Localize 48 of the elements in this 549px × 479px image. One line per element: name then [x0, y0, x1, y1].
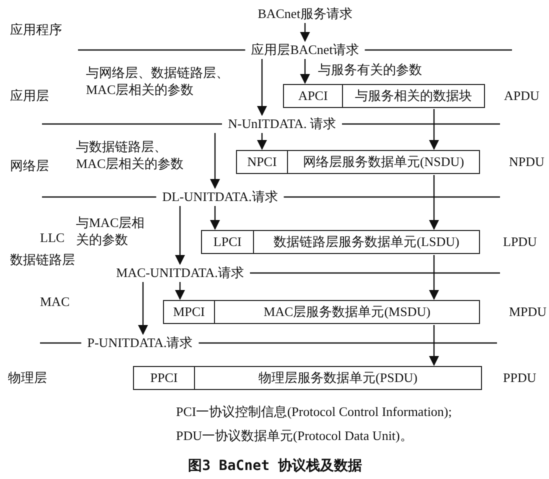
- arrow: [257, 59, 267, 116]
- edge-label: 与数据链路层、MAC层相关的参数: [76, 138, 185, 172]
- figure-caption: 图3 BaCnet 协议栈及数据: [188, 458, 362, 474]
- primitive-label: BACnet服务请求: [256, 6, 354, 22]
- arrow: [300, 59, 310, 84]
- arrow: [257, 133, 267, 150]
- header-cell: APCI: [284, 85, 343, 107]
- note-text: PDU一协议数据单元(Protocol Data Unit)。: [176, 428, 413, 444]
- arrow: [429, 175, 439, 230]
- arrow: [210, 206, 220, 230]
- arrow: [429, 109, 439, 150]
- layer-label: LLC: [40, 230, 65, 246]
- data-cell-text: 与服务相关的数据块: [354, 87, 473, 105]
- pdu-label: LPDU: [503, 234, 537, 250]
- pdu-label: APDU: [504, 88, 540, 104]
- arrow: [210, 133, 220, 189]
- layer-label: 物理层: [8, 370, 47, 386]
- data-cell-text: 物理层服务数据单元(PSDU): [258, 369, 418, 387]
- layer-label: 数据链路层: [10, 252, 75, 268]
- edge-label: 与服务有关的参数: [318, 61, 423, 78]
- primitive-label: DL-UNITDATA.请求: [161, 189, 279, 205]
- data-cell-text: 网络层服务数据单元(NSDU): [302, 153, 466, 171]
- arrow: [300, 23, 310, 42]
- pdu-label: MPDU: [509, 304, 547, 320]
- note-text: PCI一协议控制信息(Protocol Control Information);: [176, 404, 452, 420]
- primitive-label: 应用层BACnet请求: [250, 42, 360, 58]
- primitive-label: MAC-UNITDATA.请求: [115, 265, 245, 281]
- arrow: [138, 282, 148, 335]
- data-cell-text: 数据链路层服务数据单元(LSDU): [272, 233, 460, 251]
- data-cell-text: MAC层服务数据单元(MSDU): [262, 303, 432, 321]
- header-cell: NPCI: [237, 151, 288, 173]
- header-cell: PPCI: [134, 367, 195, 389]
- header-cell: MPCI: [164, 301, 215, 323]
- pdu-label: PPDU: [503, 370, 536, 386]
- layer-label: 应用程序: [10, 22, 62, 38]
- primitive-label: N-UnITDATA. 请求: [227, 116, 337, 132]
- arrow: [175, 282, 185, 300]
- layer-label: 网络层: [10, 158, 49, 174]
- edge-label: 与MAC层相关的参数: [76, 214, 146, 248]
- edge-label: 与网络层、数据链路层、MAC层相关的参数: [86, 64, 230, 98]
- layer-label: 应用层: [10, 88, 49, 104]
- arrow: [429, 325, 439, 366]
- layer-label: MAC: [40, 294, 70, 310]
- header-cell: LPCI: [202, 231, 254, 253]
- primitive-label: P-UNITDATA.请求: [86, 335, 194, 351]
- arrow: [175, 206, 185, 265]
- arrow: [429, 255, 439, 300]
- pdu-label: NPDU: [509, 154, 544, 170]
